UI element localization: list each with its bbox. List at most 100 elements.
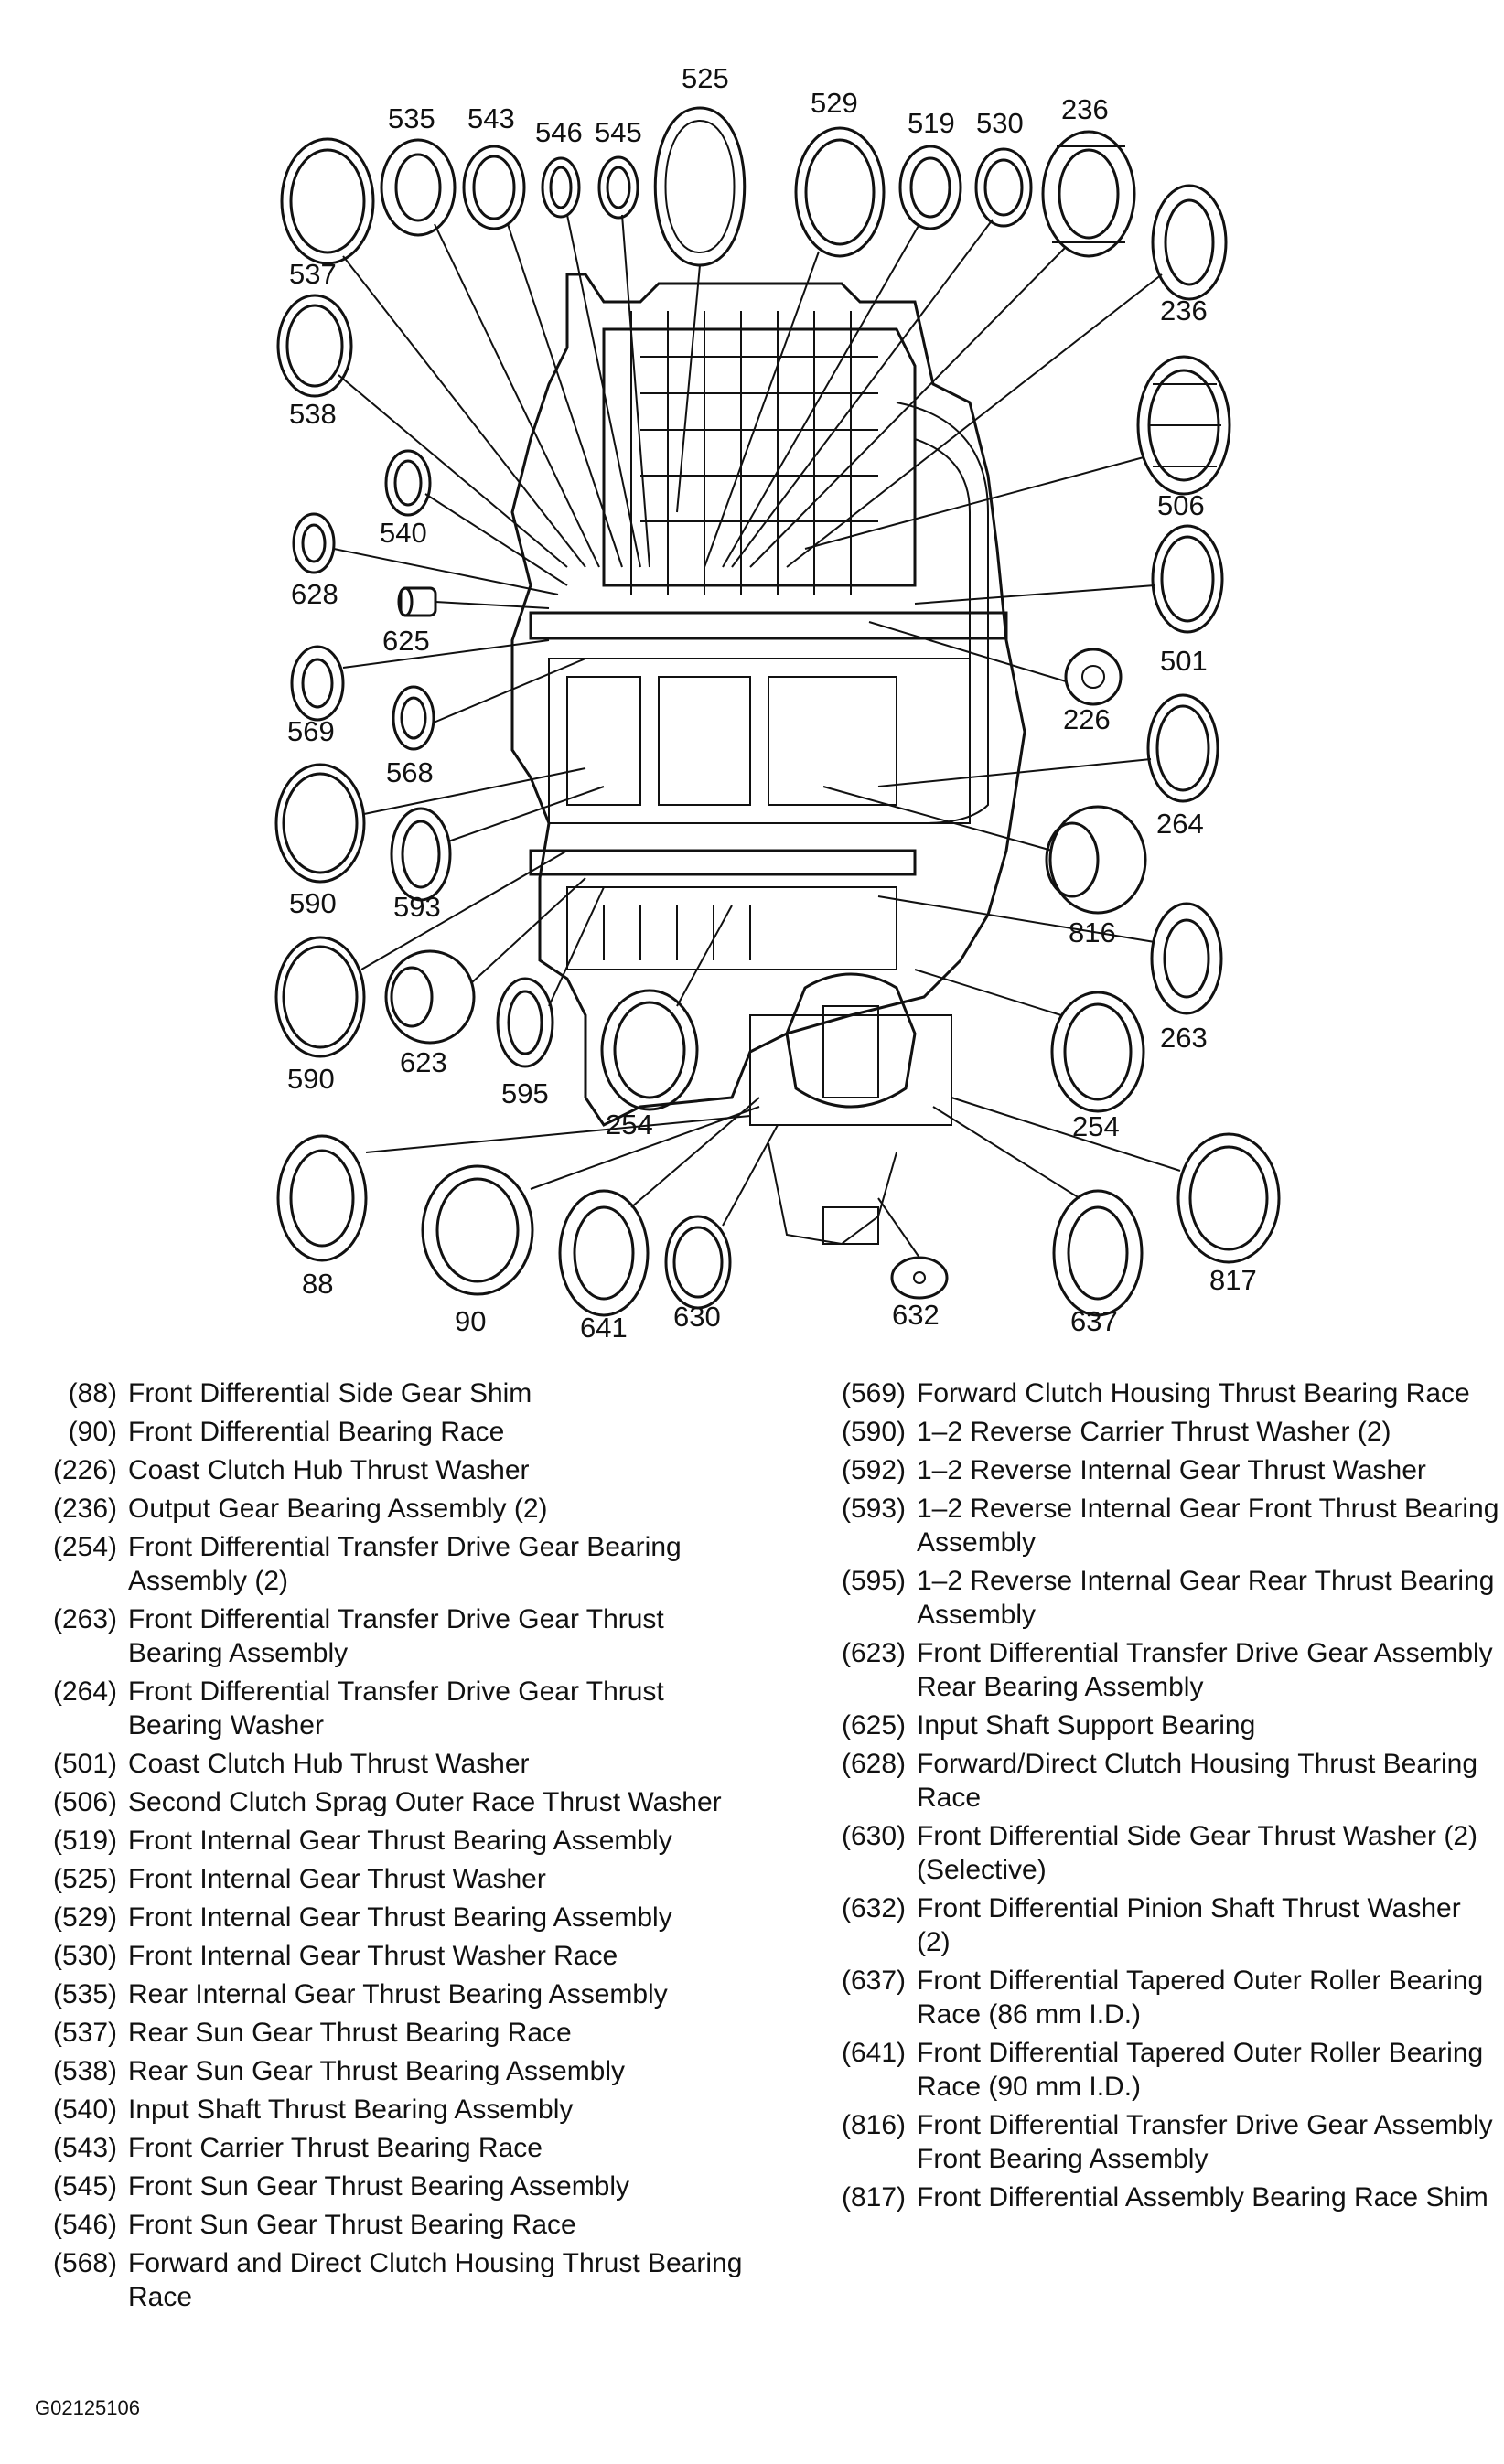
legend-item-number: (816) bbox=[841, 2110, 906, 2140]
callout-593: 593 bbox=[393, 891, 441, 923]
washer-501 bbox=[1151, 524, 1224, 634]
legend-item-number: (637) bbox=[841, 1966, 906, 1996]
callout-236-top: 236 bbox=[1061, 93, 1109, 125]
legend-item-description: Second Clutch Sprag Outer Race Thrust Wa… bbox=[128, 1787, 722, 1817]
legend-item-description: Front Sun Gear Thrust Bearing Race bbox=[128, 2210, 576, 2240]
legend-item: (538)Rear Sun Gear Thrust Bearing Assemb… bbox=[26, 2054, 748, 2088]
legend-item: (226)Coast Clutch Hub Thrust Washer bbox=[26, 1453, 748, 1487]
legend-item-number: (264) bbox=[52, 1677, 117, 1707]
callout-529: 529 bbox=[811, 87, 858, 119]
legend-item-description: Front Differential Side Gear Thrust Wash… bbox=[917, 1821, 1478, 1885]
callout-501: 501 bbox=[1160, 645, 1208, 677]
washer-630 bbox=[664, 1215, 732, 1310]
legend-item-description: Front Differential Side Gear Shim bbox=[128, 1378, 532, 1409]
legend-item: (592)1–2 Reverse Internal Gear Thrust Wa… bbox=[814, 1453, 1500, 1487]
legend-item-description: Front Differential Pinion Shaft Thrust W… bbox=[917, 1893, 1461, 1957]
legend-item-number: (543) bbox=[52, 2133, 117, 2163]
legend-item-description: Forward/Direct Clutch Housing Thrust Bea… bbox=[917, 1749, 1478, 1813]
legend-item: (546)Front Sun Gear Thrust Bearing Race bbox=[26, 2208, 748, 2242]
callout-632: 632 bbox=[892, 1299, 940, 1331]
legend-item-number: (630) bbox=[841, 1821, 906, 1851]
legend-item-description: Front Carrier Thrust Bearing Race bbox=[128, 2133, 543, 2163]
legend-item: (630) Front Differential Side Gear Thrust… bbox=[814, 1819, 1500, 1887]
legend-item: (816)Front Differential Transfer Drive G… bbox=[814, 2108, 1500, 2176]
legend-item-description: 1–2 Reverse Internal Gear Rear Thrust Be… bbox=[917, 1566, 1495, 1630]
leader-lines bbox=[333, 214, 1181, 1259]
callout-540: 540 bbox=[380, 517, 427, 549]
callout-90: 90 bbox=[455, 1305, 486, 1337]
legend-item-number: (641) bbox=[841, 2038, 906, 2068]
legend-item-description: Front Differential Tapered Outer Roller … bbox=[917, 1966, 1484, 2030]
washer-226 bbox=[1064, 648, 1123, 706]
legend-item-number: (537) bbox=[52, 2018, 117, 2048]
legend-item-number: (593) bbox=[841, 1494, 906, 1524]
transaxle-assembly bbox=[510, 273, 1026, 1246]
legend-item: (88) Front Differential Side Gear Shim bbox=[26, 1377, 748, 1410]
legend-item: (569)Forward Clutch Housing Thrust Beari… bbox=[814, 1377, 1500, 1410]
legend-item-description: Output Gear Bearing Assembly (2) bbox=[128, 1494, 548, 1524]
callout-630: 630 bbox=[673, 1301, 721, 1333]
legend-item: (529)Front Internal Gear Thrust Bearing … bbox=[26, 1901, 748, 1934]
legend-item-number: (632) bbox=[841, 1893, 906, 1923]
legend-item-number: (590) bbox=[841, 1417, 906, 1447]
figure-id: G02125106 bbox=[35, 2396, 140, 2419]
washer-264 bbox=[1146, 693, 1219, 803]
legend-item-number: (88) bbox=[68, 1378, 117, 1409]
race-637 bbox=[1052, 1189, 1144, 1317]
bearing-545 bbox=[597, 155, 639, 220]
legend-item-description: Coast Clutch Hub Thrust Washer bbox=[128, 1749, 530, 1779]
legend-item-description: Front Sun Gear Thrust Bearing Assembly bbox=[128, 2171, 630, 2202]
callout-637: 637 bbox=[1070, 1305, 1118, 1337]
washer-590-lower bbox=[274, 936, 366, 1058]
bearing-623 bbox=[384, 949, 476, 1045]
washer-506 bbox=[1136, 355, 1231, 496]
legend-item-description: Front Internal Gear Thrust Washer Race bbox=[128, 1941, 618, 1971]
legend-item: (641) Front Differential Tapered Outer Ro… bbox=[814, 2036, 1500, 2104]
callout-236-right: 236 bbox=[1160, 295, 1208, 327]
bearing-595 bbox=[496, 977, 554, 1068]
legend-item-description: Forward and Direct Clutch Housing Thrust… bbox=[128, 2248, 743, 2312]
callout-641: 641 bbox=[580, 1312, 628, 1344]
race-90 bbox=[421, 1164, 534, 1296]
legend-item: (593)1–2 Reverse Internal Gear Front Thr… bbox=[814, 1492, 1500, 1559]
legend-item: (637) Front Differential Tapered Outer Ro… bbox=[814, 1964, 1500, 2031]
legend-item-number: (569) bbox=[841, 1378, 906, 1409]
legend-item-number: (628) bbox=[841, 1749, 906, 1779]
callout-254-left: 254 bbox=[606, 1109, 653, 1141]
legend-item-number: (817) bbox=[841, 2182, 906, 2212]
legend-item-number: (529) bbox=[52, 1902, 117, 1933]
legend-right-column: (569)Forward Clutch Housing Thrust Beari… bbox=[814, 1377, 1500, 2219]
legend-item-description: Front Differential Bearing Race bbox=[128, 1417, 505, 1447]
legend-item-description: 1–2 Reverse Carrier Thrust Washer (2) bbox=[917, 1417, 1391, 1447]
callout-623: 623 bbox=[400, 1046, 447, 1078]
shim-88 bbox=[276, 1134, 368, 1262]
legend-item-number: (623) bbox=[841, 1638, 906, 1668]
legend-item: (264)Front Differential Transfer Drive G… bbox=[26, 1675, 748, 1742]
callout-538: 538 bbox=[289, 398, 337, 430]
legend-item: (545)Front Sun Gear Thrust Bearing Assem… bbox=[26, 2169, 748, 2203]
legend-item: (525)Front Internal Gear Thrust Washer bbox=[26, 1862, 748, 1896]
legend-item: (568)Forward and Direct Clutch Housing T… bbox=[26, 2246, 748, 2314]
callout-590-upper: 590 bbox=[289, 887, 337, 919]
bearing-254-left bbox=[600, 989, 699, 1111]
legend-item: (543) Front Carrier Thrust Bearing Race bbox=[26, 2131, 748, 2165]
legend-item-number: (595) bbox=[841, 1566, 906, 1596]
legend-item-description: Rear Sun Gear Thrust Bearing Assembly bbox=[128, 2056, 626, 2086]
legend-item: (590) 1–2 Reverse Carrier Thrust Washer (… bbox=[814, 1415, 1500, 1449]
legend-item-description: Input Shaft Thrust Bearing Assembly bbox=[128, 2094, 574, 2125]
race-628 bbox=[292, 512, 336, 574]
legend-item-number: (592) bbox=[841, 1455, 906, 1485]
legend-item: (263)Front Differential Transfer Drive G… bbox=[26, 1602, 748, 1670]
callout-545: 545 bbox=[595, 116, 642, 148]
bearing-254-right bbox=[1050, 991, 1145, 1113]
race-546 bbox=[541, 156, 581, 219]
legend-item-description: Front Differential Tapered Outer Roller … bbox=[917, 2038, 1484, 2102]
callout-543: 543 bbox=[467, 102, 515, 134]
bearing-236-top bbox=[1041, 130, 1136, 258]
legend-item-number: (525) bbox=[52, 1864, 117, 1894]
legend-item: (519)Front Internal Gear Thrust Bearing … bbox=[26, 1824, 748, 1858]
legend-item-number: (263) bbox=[52, 1604, 117, 1634]
washer-590-upper bbox=[274, 763, 366, 884]
race-543 bbox=[462, 145, 526, 230]
callout-595: 595 bbox=[501, 1077, 549, 1109]
